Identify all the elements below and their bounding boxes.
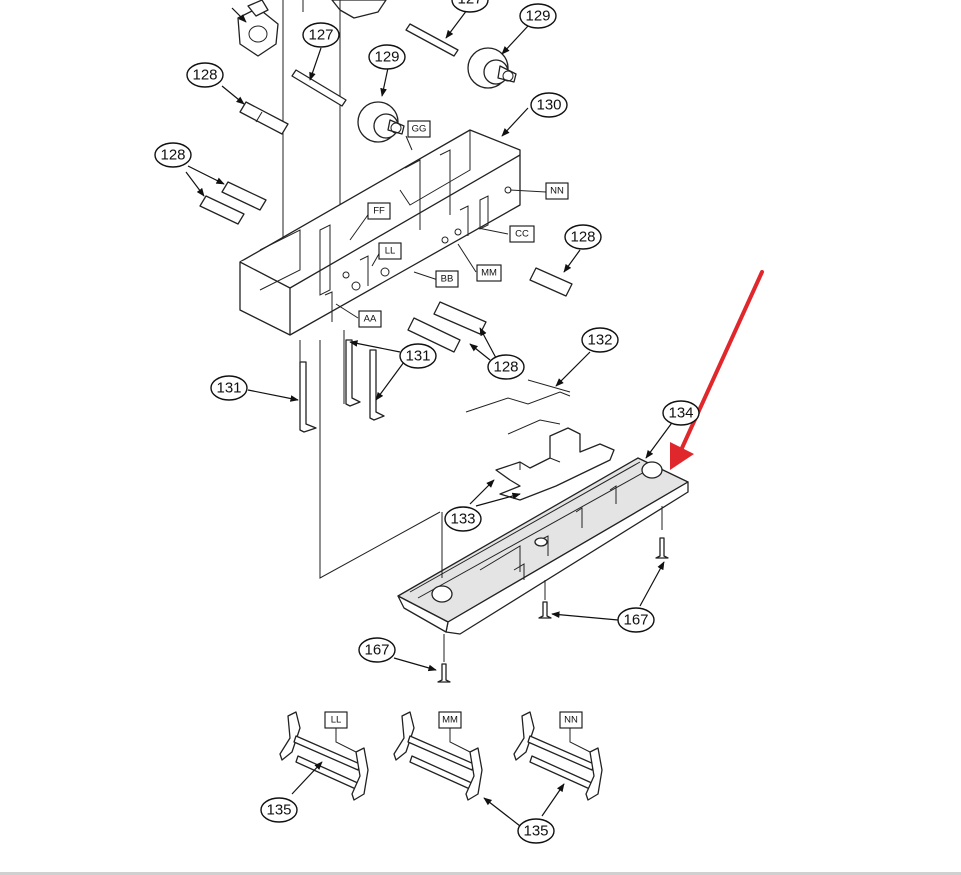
callout-134: 134 [662,400,700,426]
svg-text:128: 128 [570,229,595,246]
callout-132: 132 [581,327,619,353]
svg-text:134: 134 [668,405,693,422]
part-128-shaft-d [407,301,487,353]
part-128-shaft-b [199,181,267,225]
part-127-pin-right [405,23,459,57]
tag-ll: LL [324,711,348,729]
part-135-clip-a [279,711,369,801]
svg-text:133: 133 [450,511,475,528]
part-128-shaft-a [239,101,289,135]
tag-cc: CC [509,225,535,243]
guide-line [319,340,441,579]
callout-131: 131 [399,343,437,369]
callout-127: 127 [302,22,340,48]
part-167-screw-c [437,663,451,683]
svg-text:131: 131 [405,348,430,365]
svg-text:127: 127 [308,27,333,44]
callout-128: 128 [186,62,224,88]
svg-text:130: 130 [536,97,561,114]
svg-text:AA: AA [364,314,377,325]
svg-text:LL: LL [385,246,396,257]
part-167-screw-a [655,537,669,559]
part-132-sheet [465,379,571,435]
leader-lines [185,5,675,827]
part-127-pin-left [291,69,347,107]
svg-text:128: 128 [160,147,185,164]
part-bracket-top [231,0,279,57]
svg-text:135: 135 [523,823,548,840]
part-134-tray [397,457,689,635]
svg-text:NN: NN [550,186,564,197]
svg-text:FF: FF [373,206,385,217]
part-135-clip-c [513,711,603,801]
svg-text:NN: NN [564,715,578,726]
part-131-clip-b [345,339,361,407]
callout-131: 131 [210,375,248,401]
part-131-clip-c [369,349,385,421]
part-cropped-block [331,0,387,19]
part-128-shaft-c [529,267,573,297]
svg-text:132: 132 [587,332,612,349]
part-130-frame [239,129,521,336]
svg-text:MM: MM [481,268,497,279]
tag-mm: MM [438,711,462,729]
svg-text:129: 129 [525,8,550,25]
tag-gg: GG [407,120,431,138]
callout-130: 130 [530,92,568,118]
svg-text:131: 131 [216,380,241,397]
tag-mm: MM [476,264,502,282]
callout-128: 128 [487,354,525,380]
tag-bb: BB [435,270,459,288]
svg-text:MM: MM [442,715,458,726]
svg-text:LL: LL [331,715,342,726]
page-divider [0,872,961,875]
tag-ll: LL [378,242,402,260]
svg-text:128: 128 [493,359,518,376]
part-167-screw-b [538,601,552,619]
svg-text:135: 135 [266,802,291,819]
svg-text:BB: BB [441,274,454,285]
callout-127: 127 [451,0,489,13]
svg-text:129: 129 [374,49,399,66]
tag-nn: NN [545,182,569,200]
svg-text:CC: CC [515,229,529,240]
part-129-roller-a [357,101,405,143]
part-135-clip-b [393,711,483,801]
part-131-clip-a [299,361,317,433]
tag-nn: NN [559,711,583,729]
tag-ff: FF [367,202,391,220]
callout-167: 167 [358,637,396,663]
svg-text:127: 127 [457,0,482,8]
callout-129: 129 [368,44,406,70]
callout-128: 128 [154,142,192,168]
svg-text:128: 128 [192,67,217,84]
svg-text:GG: GG [412,124,427,135]
callout-167: 167 [617,607,655,633]
svg-text:167: 167 [623,612,648,629]
callout-135: 135 [260,797,298,823]
highlight-arrow [670,270,764,470]
callout-133: 133 [444,506,482,532]
part-129-roller-b [467,47,517,89]
tag-aa: AA [358,310,382,328]
callout-129: 129 [519,3,557,29]
callout-128: 128 [564,224,602,250]
svg-text:167: 167 [364,642,389,659]
part-133-cable [495,427,615,501]
callout-135: 135 [517,818,555,844]
